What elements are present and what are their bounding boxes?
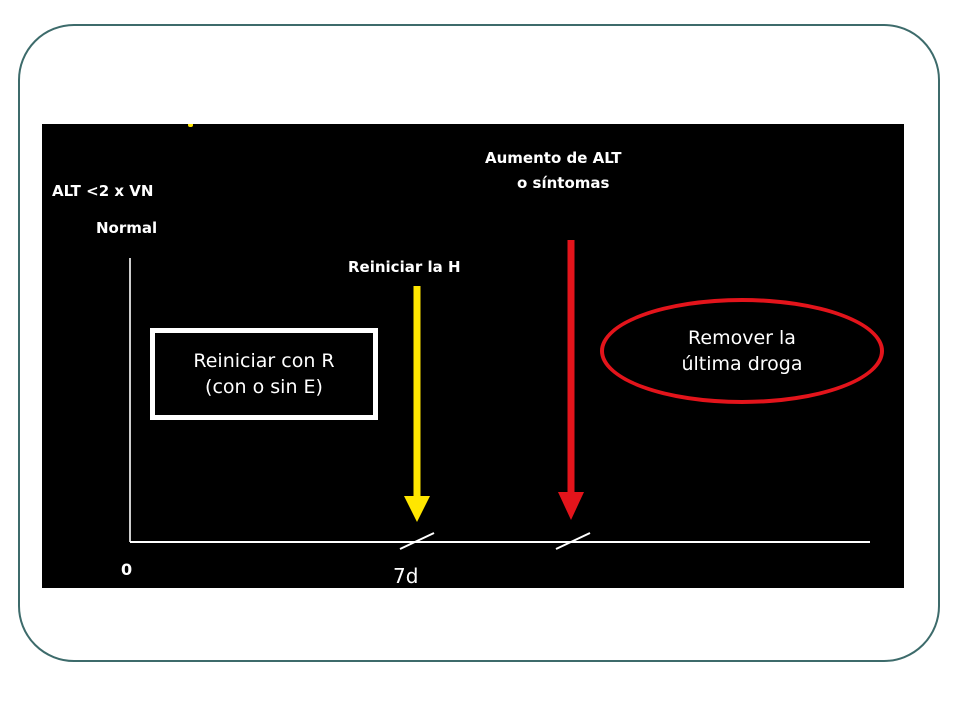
timeline-graphics [129,240,870,550]
alt-threshold-label: ALT <2 x VN [52,182,154,200]
x-7d-label: 7d [393,564,419,588]
timeline-panel: ALT <2 x VN Normal Reiniciar la H Aument… [42,124,904,588]
aumento-alt-label: Aumento de ALT [485,149,622,167]
oval-line-1: Remover la [688,327,796,349]
axis-break-7d [399,532,435,550]
slide-frame [18,24,940,662]
box-line-1: Reiniciar con R [193,350,335,372]
oval-line-2: última droga [681,353,803,375]
yellow-mark [188,124,193,127]
reiniciar-h-label: Reiniciar la H [348,258,461,276]
reiniciar-r-box: Reiniciar con R (con o sin E) [150,328,378,420]
normal-label: Normal [96,219,158,237]
red-arrow-head [558,492,584,520]
yellow-arrow-head [404,496,430,522]
x-zero-label: 0 [121,560,133,579]
remover-droga-oval: Remover la última droga [600,298,884,404]
box-line-2: (con o sin E) [205,376,323,398]
axis-break-2 [555,532,591,550]
sintomas-label: o síntomas [517,174,610,192]
